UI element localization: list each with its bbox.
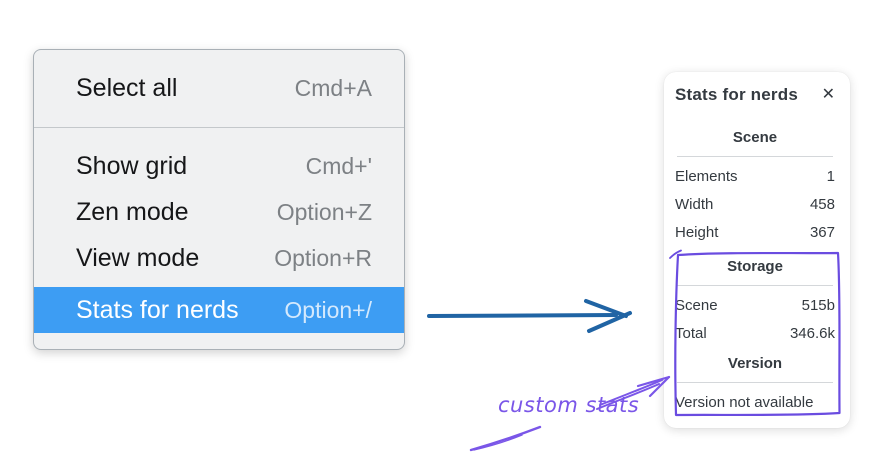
close-button[interactable]: ✕ <box>822 87 835 103</box>
menu-item-show-grid[interactable]: Show grid Cmd+' <box>34 143 404 189</box>
section-scene: Scene Elements 1 Width 458 Height 367 <box>675 128 835 247</box>
stat-row-height: Height 367 <box>675 219 835 247</box>
menu-item-shortcut: Option+R <box>274 244 372 271</box>
stat-value: 1 <box>826 168 835 185</box>
annotation-underline-stroke <box>469 425 542 452</box>
stat-value: 458 <box>809 196 835 213</box>
section-storage: Storage Scene 515b Total 346.6k <box>675 257 835 348</box>
section-divider <box>677 285 833 286</box>
menu-item-zen-mode[interactable]: Zen mode Option+Z <box>34 189 404 235</box>
menu-item-label: Zen mode <box>76 197 189 226</box>
section-divider <box>677 382 833 383</box>
stats-panel-title: Stats for nerds <box>675 85 798 104</box>
menu-item-shortcut: Option+Z <box>276 198 372 225</box>
stats-panel: Stats for nerds ✕ Scene Elements 1 Width… <box>664 72 850 428</box>
menu-item-label: Select all <box>76 73 178 102</box>
menu-item-stats-for-nerds[interactable]: Stats for nerds Option+/ <box>34 287 404 333</box>
stat-label: Elements <box>675 168 738 185</box>
menu-separator <box>34 127 404 128</box>
menu-item-shortcut: Cmd+A <box>294 74 372 101</box>
section-heading: Scene <box>732 129 778 146</box>
menu-item-shortcut: Cmd+' <box>305 152 372 179</box>
context-menu: Select all Cmd+A Show grid Cmd+' Zen mod… <box>33 49 405 350</box>
stat-label: Width <box>675 196 714 213</box>
version-note: Version not available <box>675 394 814 411</box>
stat-row-scene-storage: Scene 515b <box>675 292 835 320</box>
annotation-text: custom stats <box>498 393 640 417</box>
stat-value: 367 <box>809 224 835 241</box>
stats-panel-header: Stats for nerds ✕ <box>675 84 835 106</box>
menu-item-label: Show grid <box>76 151 188 180</box>
menu-item-label: View mode <box>76 243 200 272</box>
section-heading: Version <box>727 355 783 372</box>
menu-item-label: Stats for nerds <box>76 295 239 324</box>
stat-value: 346.6k <box>789 325 835 342</box>
stat-label: Height <box>675 224 719 241</box>
section-version: Version Version not available <box>675 354 835 417</box>
menu-item-select-all[interactable]: Select all Cmd+A <box>34 63 404 113</box>
stat-row-total-storage: Total 346.6k <box>675 320 835 348</box>
section-heading: Storage <box>727 258 783 275</box>
stat-label: Total <box>675 325 707 342</box>
stat-row-width: Width 458 <box>675 191 835 219</box>
stat-label: Scene <box>675 297 718 314</box>
section-divider <box>677 156 833 157</box>
flow-arrow-icon <box>427 299 632 333</box>
close-icon: ✕ <box>821 86 835 103</box>
menu-group: Show grid Cmd+' Zen mode Option+Z View m… <box>34 128 404 333</box>
menu-item-shortcut: Option+/ <box>284 296 372 323</box>
stat-value: 515b <box>801 297 835 314</box>
menu-item-view-mode[interactable]: View mode Option+R <box>34 235 404 281</box>
stat-row-elements: Elements 1 <box>675 163 835 191</box>
